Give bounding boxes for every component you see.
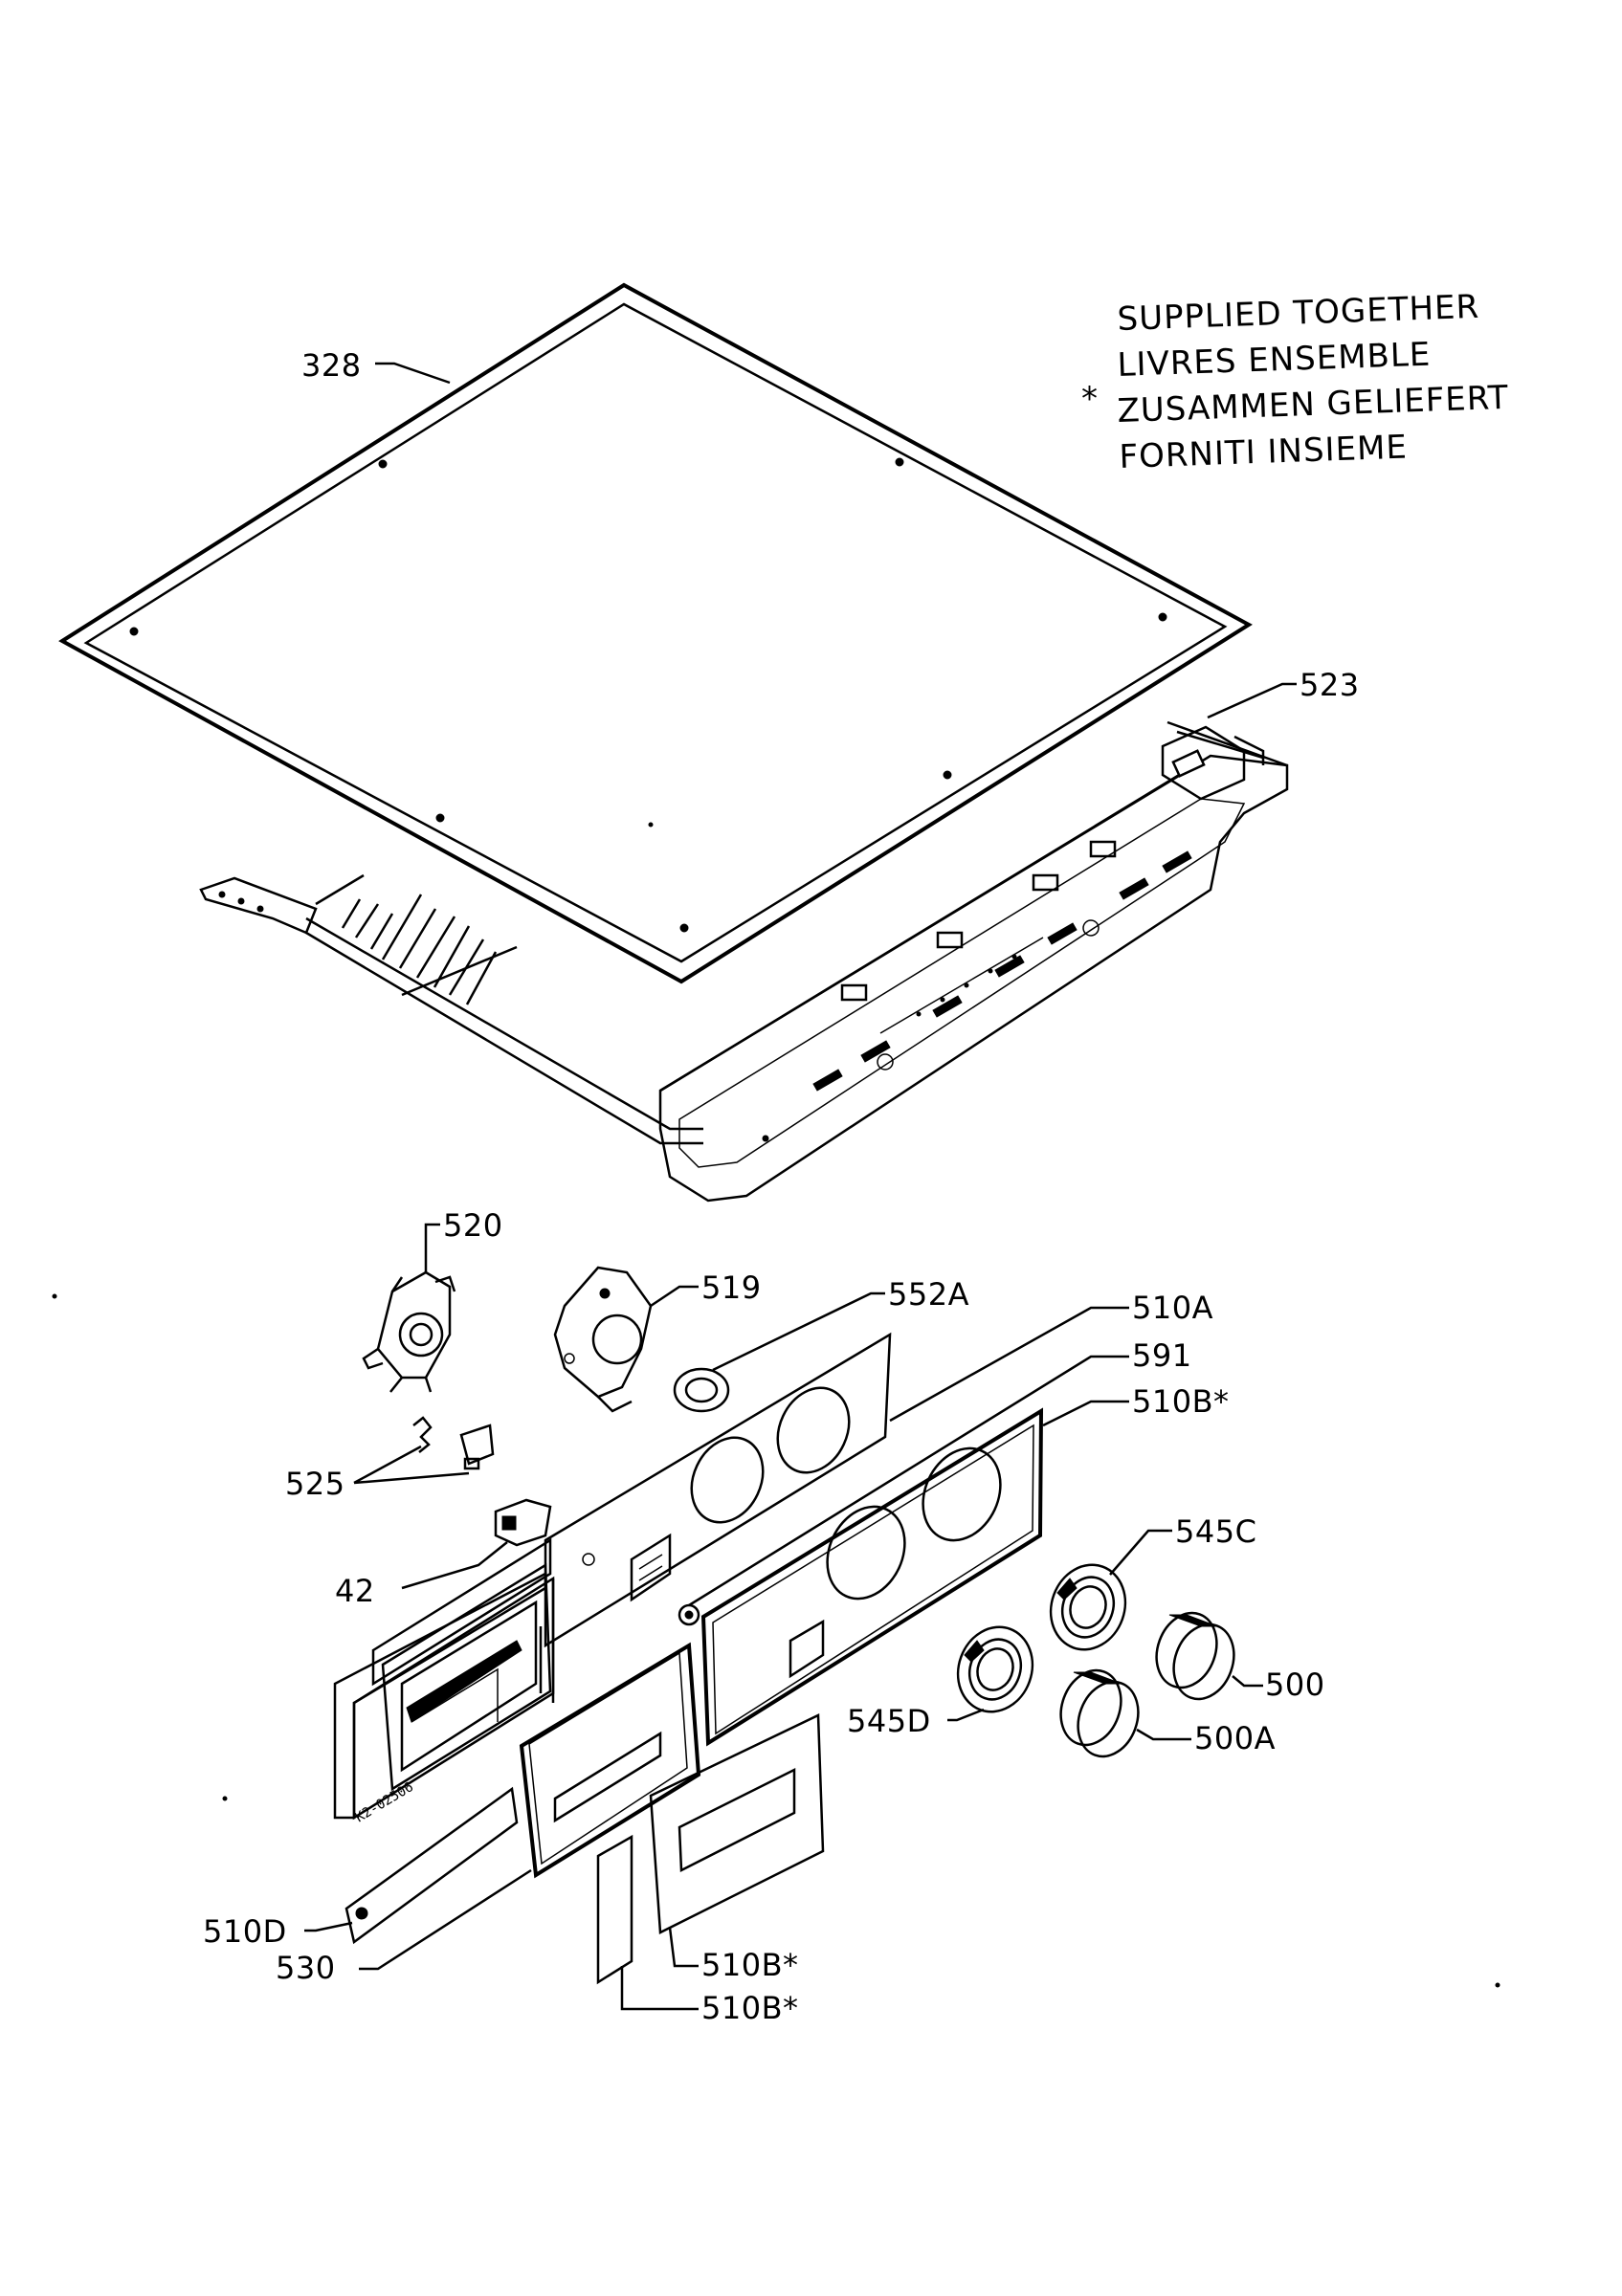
part-510A-control-panel [544, 1332, 892, 1648]
leader-42 [401, 1541, 508, 1590]
label-510B-bottom: 510B* [701, 1990, 799, 2026]
part-328-top-panel [58, 282, 1253, 984]
label-510B-top: 510B* [1132, 1383, 1230, 1420]
label-591: 591 [1132, 1337, 1192, 1374]
leader-591 [688, 1355, 1129, 1607]
leader-510B-top [1042, 1400, 1129, 1427]
leader-530 [359, 1868, 532, 1971]
label-520: 520 [443, 1207, 503, 1244]
part-545D-bezel [956, 1625, 1034, 1713]
part-42-connector [494, 1498, 552, 1547]
part-510B-strip [596, 1834, 633, 1985]
note-line-en: SUPPLIED TOGETHER [1117, 288, 1480, 339]
part-520-switch [362, 1270, 456, 1393]
part-525-spring-and-button [412, 1416, 495, 1470]
label-510D: 510D [203, 1913, 287, 1950]
drawing-code: K2-02506 [353, 1779, 416, 1825]
leader-510B-bottom [620, 1966, 699, 2011]
leader-523 [1207, 682, 1297, 719]
label-523: 523 [1300, 667, 1360, 703]
label-510B-mid: 510B* [701, 1947, 799, 1983]
leader-545D [947, 1708, 985, 1722]
part-545C-bezel [1049, 1563, 1127, 1651]
leader-510A [889, 1306, 1129, 1423]
leader-510D [304, 1921, 353, 1932]
label-530: 530 [276, 1950, 336, 1986]
leader-525 [353, 1445, 470, 1485]
part-523-frame [199, 720, 1289, 1203]
part-519-holder [553, 1266, 653, 1413]
note-line-fr: LIVRES ENSEMBLE [1117, 336, 1432, 385]
leader-500A [1136, 1728, 1191, 1741]
label-42: 42 [335, 1573, 375, 1609]
part-500-knob [1155, 1611, 1235, 1701]
part-510D-strip [344, 1786, 519, 1945]
part-552A-ring [673, 1367, 730, 1413]
label-328: 328 [301, 347, 362, 384]
label-500: 500 [1265, 1667, 1325, 1703]
label-552A: 552A [888, 1276, 969, 1313]
label-510A: 510A [1132, 1290, 1213, 1326]
leader-500 [1232, 1675, 1263, 1688]
supplied-together-note: SUPPLIED TOGETHER LIVRES ENSEMBLE * ZUSA… [1081, 288, 1509, 476]
leader-545C [1109, 1529, 1172, 1576]
label-500A: 500A [1194, 1720, 1276, 1756]
label-519: 519 [701, 1269, 762, 1306]
part-500A-knob [1059, 1668, 1140, 1758]
note-line-it: FORNITI INSIEME [1119, 429, 1409, 476]
part-530-window-frame [519, 1642, 701, 1879]
note-line-de: ZUSAMMEN GELIEFERT [1117, 379, 1509, 430]
part-510B-main-panel [700, 1407, 1044, 1747]
label-545D: 545D [847, 1703, 931, 1739]
leader-510B-mid [668, 1927, 699, 1968]
label-525: 525 [285, 1466, 345, 1502]
leader-328 [375, 362, 451, 385]
part-510B-display-frame [649, 1713, 825, 1934]
label-545C: 545C [1175, 1513, 1256, 1550]
leader-520 [424, 1223, 440, 1272]
part-591-screw [678, 1603, 700, 1626]
leader-552A [712, 1292, 885, 1372]
note-asterisk: * [1081, 380, 1099, 418]
leader-519 [650, 1285, 699, 1308]
